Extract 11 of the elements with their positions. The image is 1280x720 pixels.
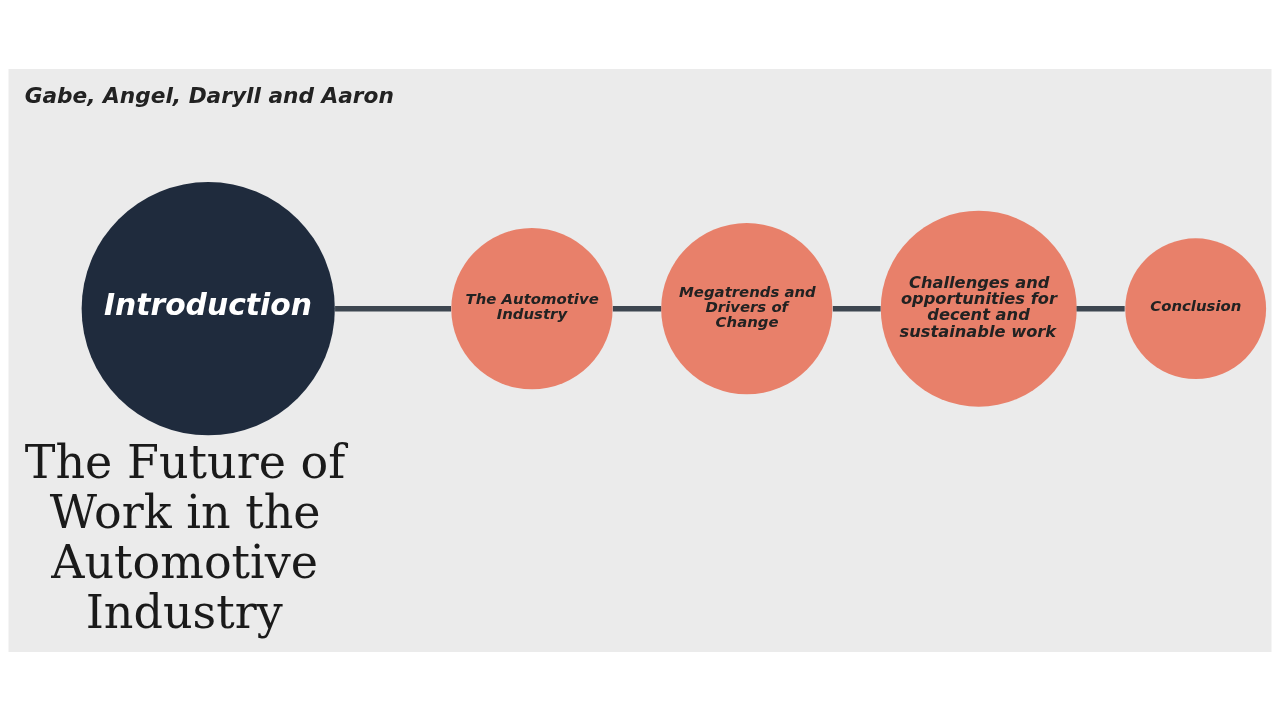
node-circle: Conclusion (1125, 237, 1267, 379)
node-circle: The Automotive Industry (451, 227, 613, 389)
node-circle: Megatrends and Drivers of Change (661, 222, 833, 394)
node-circle: Introduction (81, 181, 335, 435)
connector (832, 305, 881, 311)
label: Gabe, Angel, Daryll and Aaron (24, 82, 394, 108)
connector (335, 305, 452, 311)
connector (1076, 305, 1125, 311)
diagram-title: The Future of Work in the Automotive Industry (24, 434, 346, 639)
node-circle: Challenges and opportunities for decent and sustainable work (880, 210, 1077, 407)
connector (612, 305, 662, 311)
